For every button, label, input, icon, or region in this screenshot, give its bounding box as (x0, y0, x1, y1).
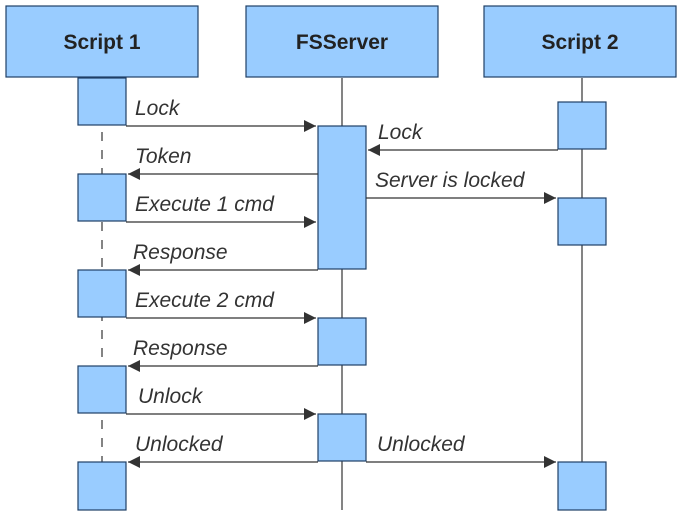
message-execute-2-cmd: Execute 2 cmd (126, 289, 316, 324)
message-label: Unlock (138, 385, 204, 408)
message-response-2: Response (128, 337, 318, 372)
message-label: Unlocked (135, 433, 224, 456)
activation-fsserver-1 (317, 125, 367, 270)
activations (77, 77, 607, 511)
activation-script2-3 (557, 461, 607, 511)
activation-script1-5 (77, 461, 127, 511)
message-execute-1-cmd: Execute 1 cmd (126, 193, 316, 228)
participant-box (5, 5, 199, 78)
activation-script1-1 (77, 77, 127, 126)
message-lock-1: Lock (126, 97, 316, 132)
message-unlocked-2: Unlocked (366, 433, 556, 468)
message-lock-2: Lock (368, 121, 558, 156)
message-label: Token (135, 145, 191, 168)
activation-script1-4 (77, 365, 127, 414)
participant-script2: Script 2 (483, 5, 677, 78)
message-unlock: Unlock (126, 385, 316, 420)
participant-fsserver: FSServer (245, 5, 439, 78)
activation-script1-3 (77, 269, 127, 318)
message-response-1: Response (128, 241, 318, 276)
message-label: Response (133, 337, 228, 360)
activation-fsserver-3 (317, 413, 367, 462)
participant-label: Script 2 (541, 31, 618, 54)
participant-label: FSServer (296, 31, 388, 54)
message-label: Execute 1 cmd (135, 193, 275, 216)
message-label: Execute 2 cmd (135, 289, 275, 312)
participant-script1: Script 1 (5, 5, 199, 78)
participant-box (245, 5, 439, 78)
activation-script2-2 (557, 197, 607, 246)
message-label: Lock (135, 97, 181, 120)
message-server-is-locked: Server is locked (366, 169, 556, 204)
participant-box (483, 5, 677, 78)
message-label: Server is locked (375, 169, 526, 192)
activation-fsserver-2 (317, 317, 367, 366)
participant-label: Script 1 (63, 31, 140, 54)
activation-script2-1 (557, 101, 607, 150)
message-label: Unlocked (377, 433, 466, 456)
message-label: Lock (378, 121, 424, 144)
message-label: Response (133, 241, 228, 264)
message-token: Token (128, 145, 318, 180)
activation-script1-2 (77, 173, 127, 222)
message-unlocked-1: Unlocked (128, 433, 318, 468)
